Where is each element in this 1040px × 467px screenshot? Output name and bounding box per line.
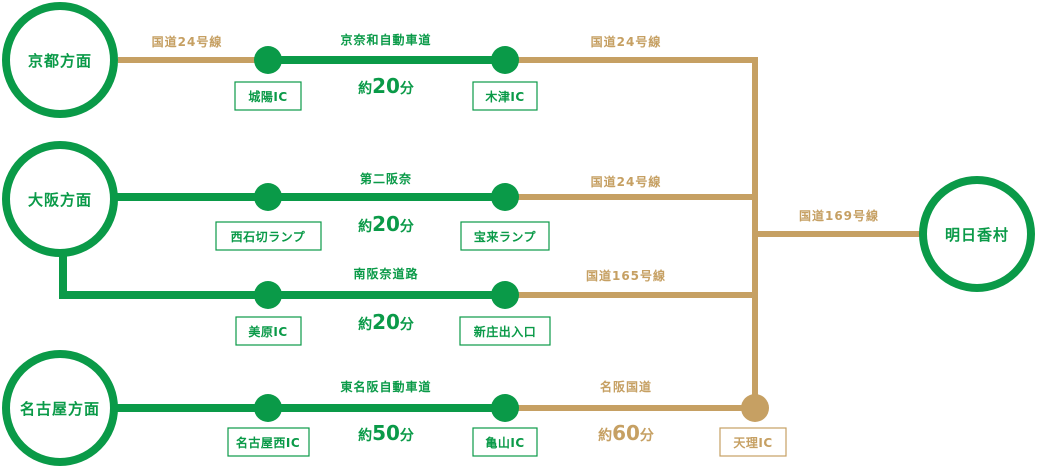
- route169-label: 国道169号線: [799, 208, 879, 223]
- osaka1-route24-label: 国道24号線: [591, 174, 662, 189]
- kyoto-time-label: 約20分: [358, 74, 414, 98]
- origin-nagoya-circle: [2, 350, 118, 466]
- origin-kyoto-label: 京都方面: [28, 52, 92, 70]
- kizu-ic-label: 木津IC: [484, 89, 524, 104]
- joyo-ic-dot: [254, 46, 282, 74]
- daini-hanna-label: 第二阪奈: [360, 171, 412, 186]
- joyo-ic-label: 城陽IC: [248, 89, 287, 104]
- meihan-kokudo-time-label: 約60分: [598, 421, 654, 445]
- kameyama-label: 亀山IC: [485, 435, 524, 450]
- nagoya-nishi-ic-dot: [254, 394, 282, 422]
- nagoya-time-label: 約50分: [358, 421, 414, 445]
- minami-hanna-label: 南阪奈道路: [353, 266, 418, 281]
- horai-ramp-dot: [491, 183, 519, 211]
- nishi-ishikiri-ramp-dot: [254, 183, 282, 211]
- horai-label: 宝来ランプ: [474, 229, 537, 244]
- kameyama-box: [472, 427, 538, 457]
- kyoto-route24-left-label: 国道24号線: [152, 34, 223, 49]
- nishi-ishikiri-label: 西石切ランプ: [231, 229, 306, 244]
- destination-asuka: 明日香村: [919, 176, 1035, 292]
- origin-kyoto-circle: [2, 2, 118, 118]
- tenri-ic-label: 天理IC: [733, 436, 772, 450]
- horai-box: [460, 221, 550, 251]
- keinawa-label: 京奈和自動車道: [340, 32, 431, 47]
- ic-label-boxes: [215, 81, 551, 457]
- nishi-ishikiri-box: [215, 221, 322, 251]
- origin-nagoya-label: 名古屋方面: [20, 400, 100, 418]
- kameyama-ic-dot: [491, 394, 519, 422]
- kizu-ic-dot: [491, 46, 519, 74]
- shinjo-box: [459, 316, 551, 346]
- mihara-ic-box: [235, 316, 302, 346]
- joyo-ic-box: [234, 81, 302, 111]
- kizu-ic-box: [472, 81, 538, 111]
- ic-dots: [254, 46, 519, 422]
- mihara-ic-dot: [254, 281, 282, 309]
- expressway-lines: [59, 56, 505, 412]
- mihara-ic-label: 美原IC: [248, 324, 287, 339]
- osaka2-time-label: 約20分: [358, 310, 414, 334]
- origin-kyoto: 京都方面: [2, 2, 118, 118]
- tenri-ic-dot: [741, 394, 769, 422]
- destination-circle: [919, 176, 1035, 292]
- nagoya-nishi-label: 名古屋西IC: [236, 435, 300, 450]
- osaka1-time-label: 約20分: [358, 212, 414, 236]
- meihan-kokudo-label: 名阪国道: [600, 379, 652, 394]
- shinjo-label: 新庄出入口: [474, 324, 537, 339]
- origin-osaka: 大阪方面: [2, 141, 118, 257]
- higashi-meihan-label: 東名阪自動車道: [340, 379, 431, 394]
- route165-label: 国道165号線: [586, 268, 666, 283]
- destination-label: 明日香村: [945, 226, 1009, 244]
- minami-hanna-line: [59, 245, 505, 299]
- national-road-lines: [118, 57, 925, 411]
- tenri-ic-box: [719, 427, 787, 457]
- shinjo-ramp-dot: [491, 281, 519, 309]
- nagoya-nishi-box: [227, 427, 310, 457]
- origin-osaka-label: 大阪方面: [28, 191, 92, 209]
- origin-osaka-circle: [2, 141, 118, 257]
- kyoto-route24-right-label: 国道24号線: [591, 34, 662, 49]
- origin-nagoya: 名古屋方面: [2, 350, 118, 466]
